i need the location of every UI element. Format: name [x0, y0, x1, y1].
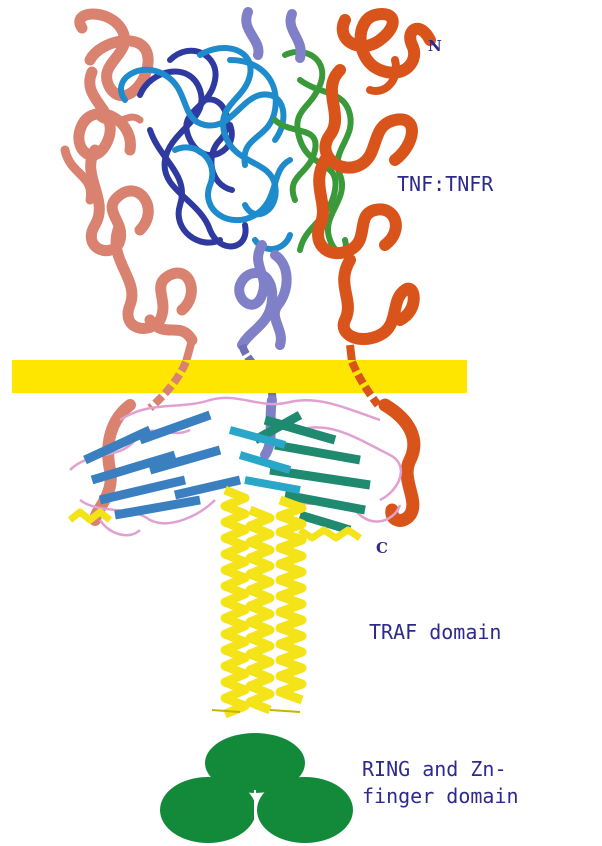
ligand-green	[275, 52, 351, 253]
c-terminus-label: C	[376, 536, 388, 560]
membrane-bar	[12, 360, 467, 393]
ring-domain-left	[160, 777, 256, 843]
receptor-orange-stalk	[350, 345, 352, 362]
ring-domain-label-line2: finger domain	[362, 784, 519, 808]
traf-teal-strands	[255, 415, 370, 530]
receptor-salmon-stalk	[186, 340, 192, 362]
complex-label: TNF:TNFR	[397, 172, 493, 196]
n-terminus-label: N	[428, 34, 442, 58]
traf-domain-label: TRAF domain	[369, 620, 501, 644]
receptor-salmon	[65, 14, 192, 340]
ring-domain-right	[257, 777, 353, 843]
helix-shadow	[212, 710, 300, 712]
traf-lightblue-strands	[230, 430, 300, 490]
ring-domain-label-line1: RING and Zn-	[362, 757, 507, 781]
receptor-salmon-intracellular	[95, 405, 130, 520]
